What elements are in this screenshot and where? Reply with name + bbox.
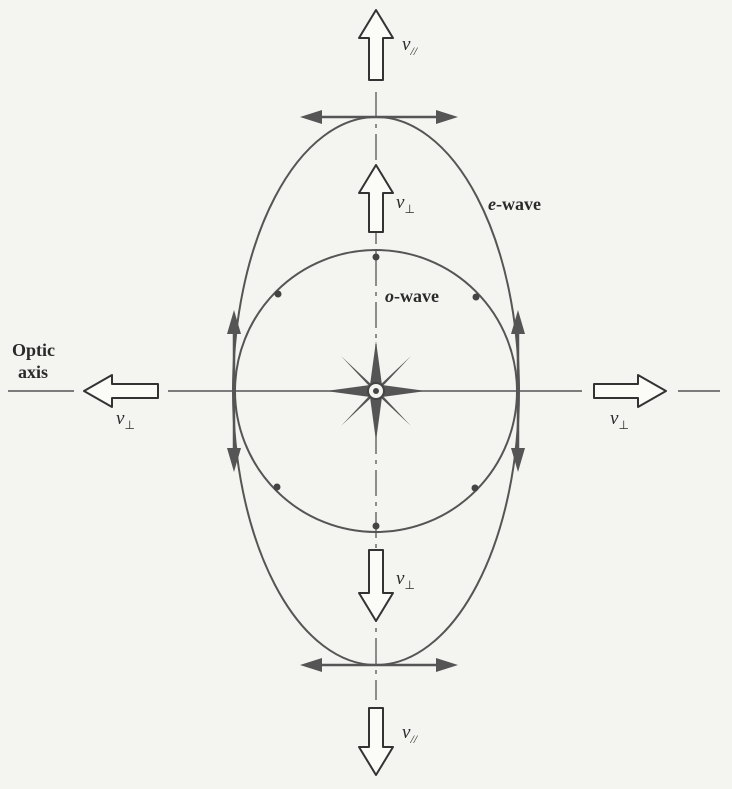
v-symbol: v [396,568,405,589]
bottom-polarization-arrows [300,658,458,672]
v-perp-top-label: v⊥ [396,192,415,216]
right-polarization-arrows [511,310,525,472]
o-wave-dot-upper-left [274,290,282,298]
e-wave-label-prefix: e [488,194,496,214]
v-parallel-top-label: v// [402,34,419,58]
o-wave-dot-bottom [372,522,380,530]
o-wave-dot-top [372,253,380,261]
perp-subscript: ⊥ [404,578,414,592]
perp-subscript: ⊥ [404,202,414,216]
o-wave-dot-lower-left [273,483,281,491]
v-perp-right-label: v⊥ [610,408,629,432]
v-parallel-arrow-down-icon [358,707,394,776]
v-symbol: v [402,722,411,743]
left-polarization-arrows [227,310,241,472]
optic-axis-label-line2: axis [18,362,48,382]
top-polarization-arrows [300,110,458,124]
v-symbol: v [116,408,125,429]
perp-subscript: ⊥ [618,418,628,432]
o-wave-label-prefix: o [385,286,394,306]
v-perp-arrow-up-icon [358,164,394,233]
optic-axis-label-line1: Optic [12,340,55,360]
e-wave-label-suffix: -wave [496,194,541,214]
e-wave-label: e-wave [488,194,541,214]
v-perp-arrow-down-icon [358,549,394,622]
o-wave-label-suffix: -wave [394,286,439,306]
o-wave-label: o-wave [385,286,439,306]
source-point-inner [373,388,379,394]
source-star-icon [326,341,426,441]
v-perp-arrow-right-icon [593,374,667,408]
v-symbol: v [396,192,405,213]
v-perp-bottom-label: v⊥ [396,568,415,592]
v-symbol: v [610,408,619,429]
parallel-subscript: // [409,732,418,746]
v-symbol: v [402,34,411,55]
v-perp-arrow-left-icon [83,374,159,408]
v-parallel-bottom-label: v// [402,722,419,746]
o-wave-dot-upper-right [472,293,480,301]
v-parallel-arrow-up-icon [358,9,394,81]
parallel-subscript: // [409,44,418,58]
perp-subscript: ⊥ [124,418,134,432]
o-wave-dot-lower-right [471,484,479,492]
v-perp-left-label: v⊥ [116,408,135,432]
